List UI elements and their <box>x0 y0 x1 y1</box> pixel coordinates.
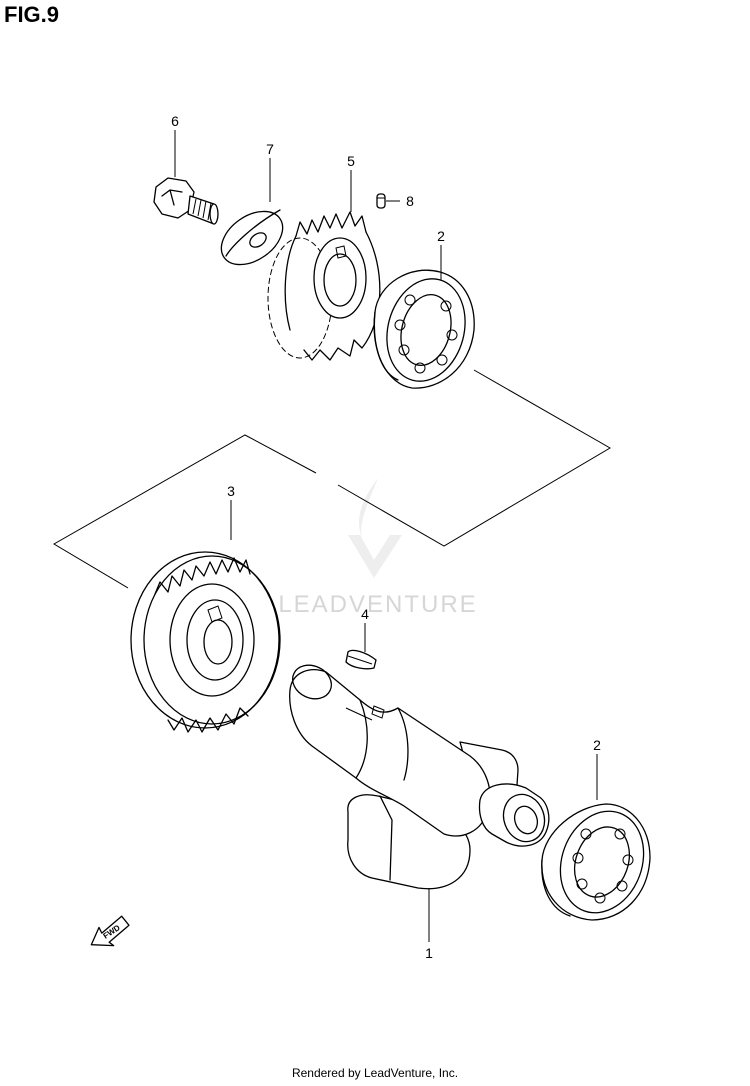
part-7-washer[interactable] <box>212 200 293 275</box>
part-3-gear[interactable] <box>130 551 281 733</box>
part-2-bearing-lower[interactable] <box>541 799 658 924</box>
callout-6: 6 <box>171 113 179 129</box>
figure-title: FIG.9 <box>4 2 60 27</box>
callout-1: 1 <box>425 945 433 961</box>
callout-8: 8 <box>406 193 414 209</box>
part-4-key[interactable] <box>345 649 377 670</box>
footer-credit: Rendered by LeadVenture, Inc. <box>291 1066 459 1080</box>
part-2-bearing-upper[interactable] <box>373 269 476 390</box>
assembly-outline <box>53 369 611 589</box>
callout-7: 7 <box>266 141 274 157</box>
leader-lines <box>174 130 598 942</box>
callout-2-lower: 2 <box>593 737 601 753</box>
watermark-logo <box>348 478 402 578</box>
callout-2-upper: 2 <box>437 228 445 244</box>
callout-3: 3 <box>227 483 235 499</box>
fwd-arrow-icon: FWD <box>90 915 130 947</box>
watermark-text: LEADVENTURE <box>278 591 477 618</box>
part-5-gear[interactable] <box>267 211 381 361</box>
part-6-bolt[interactable] <box>153 177 219 225</box>
part-1-crankshaft[interactable] <box>287 659 551 890</box>
callout-4: 4 <box>361 606 369 622</box>
callout-5: 5 <box>347 153 355 169</box>
part-8-pin[interactable] <box>376 193 386 209</box>
